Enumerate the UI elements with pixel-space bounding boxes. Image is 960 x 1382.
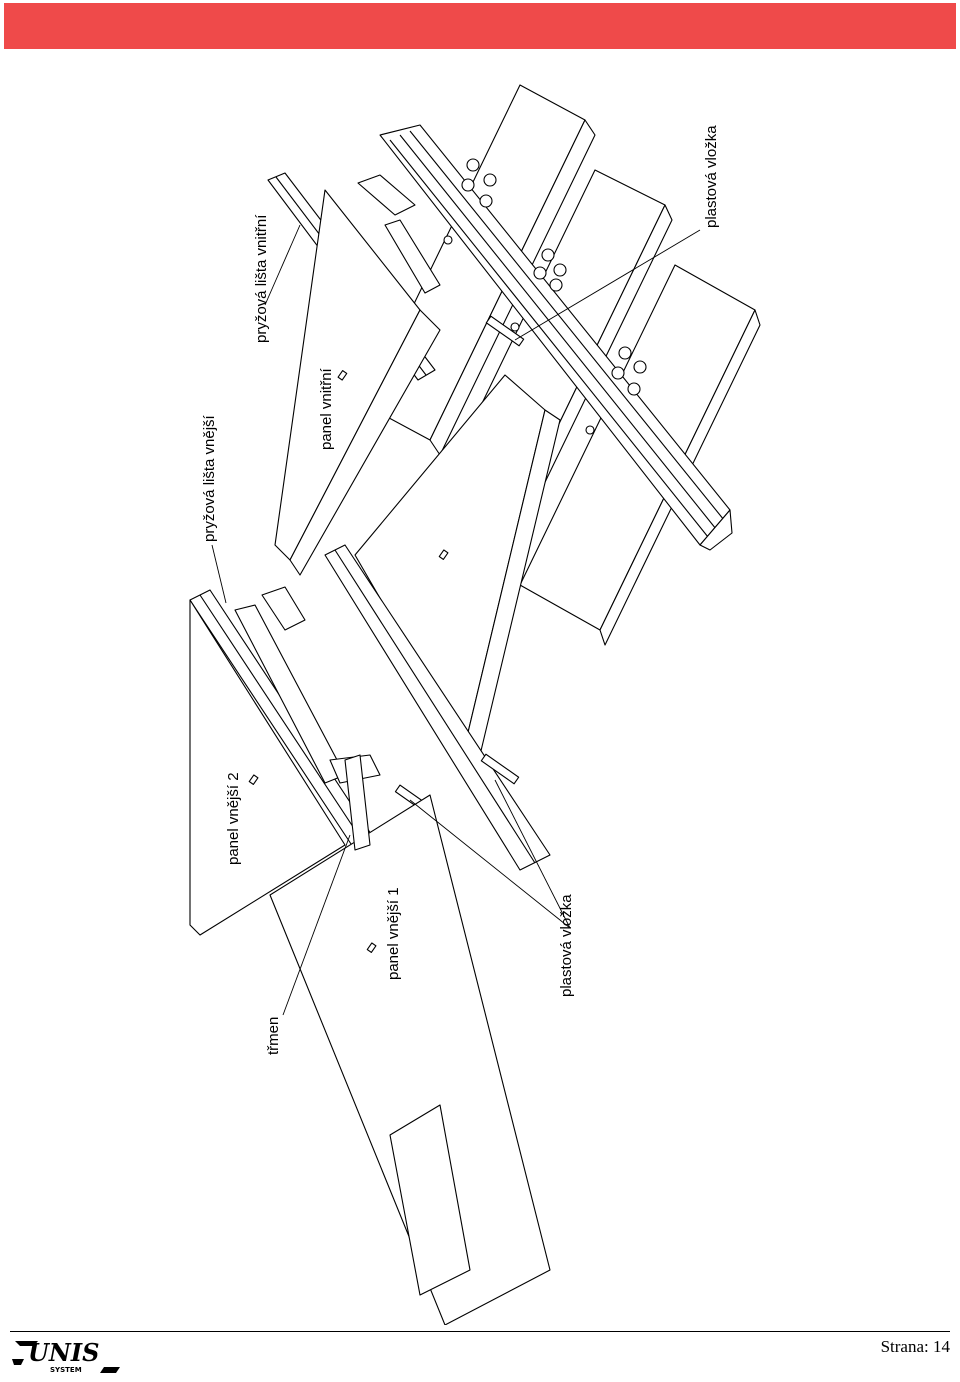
- header-bar: [4, 3, 956, 49]
- label-panel-inner: panel vnitřní: [318, 367, 335, 450]
- label-rubber-strip-inner: pryžová lišta vnitřní: [253, 214, 270, 343]
- panel-outer-2-part: [189, 599, 346, 936]
- page-number: Strana: 14: [880, 1337, 950, 1356]
- rail-bolts: [443, 158, 647, 435]
- label-panel-outer-2: panel vnější 2: [225, 772, 242, 865]
- svg-text:UNIS: UNIS: [28, 1338, 99, 1367]
- label-panel-outer-1: panel vnější 1: [385, 887, 402, 980]
- svg-text:SYSTEM: SYSTEM: [50, 1366, 82, 1374]
- panel-outer-1-part: [269, 794, 551, 1325]
- technical-drawing: pryžová lišta vnější pryžová lišta vnitř…: [0, 55, 960, 1325]
- label-plastic-insert-bottom: plastová vložka: [558, 894, 575, 997]
- label-plastic-insert-top: plastová vložka: [703, 125, 720, 228]
- footer-rule: [10, 1331, 950, 1332]
- label-stirrup: třmen: [265, 1017, 282, 1055]
- unis-logo: UNIS SYSTEM: [12, 1337, 122, 1377]
- label-rubber-strip-outer: pryžová lišta vnější: [201, 414, 218, 542]
- guide-rail: [324, 544, 551, 871]
- rail-top: [379, 124, 733, 551]
- stirrup-part: [329, 754, 381, 851]
- panel-inner-part: [274, 189, 441, 576]
